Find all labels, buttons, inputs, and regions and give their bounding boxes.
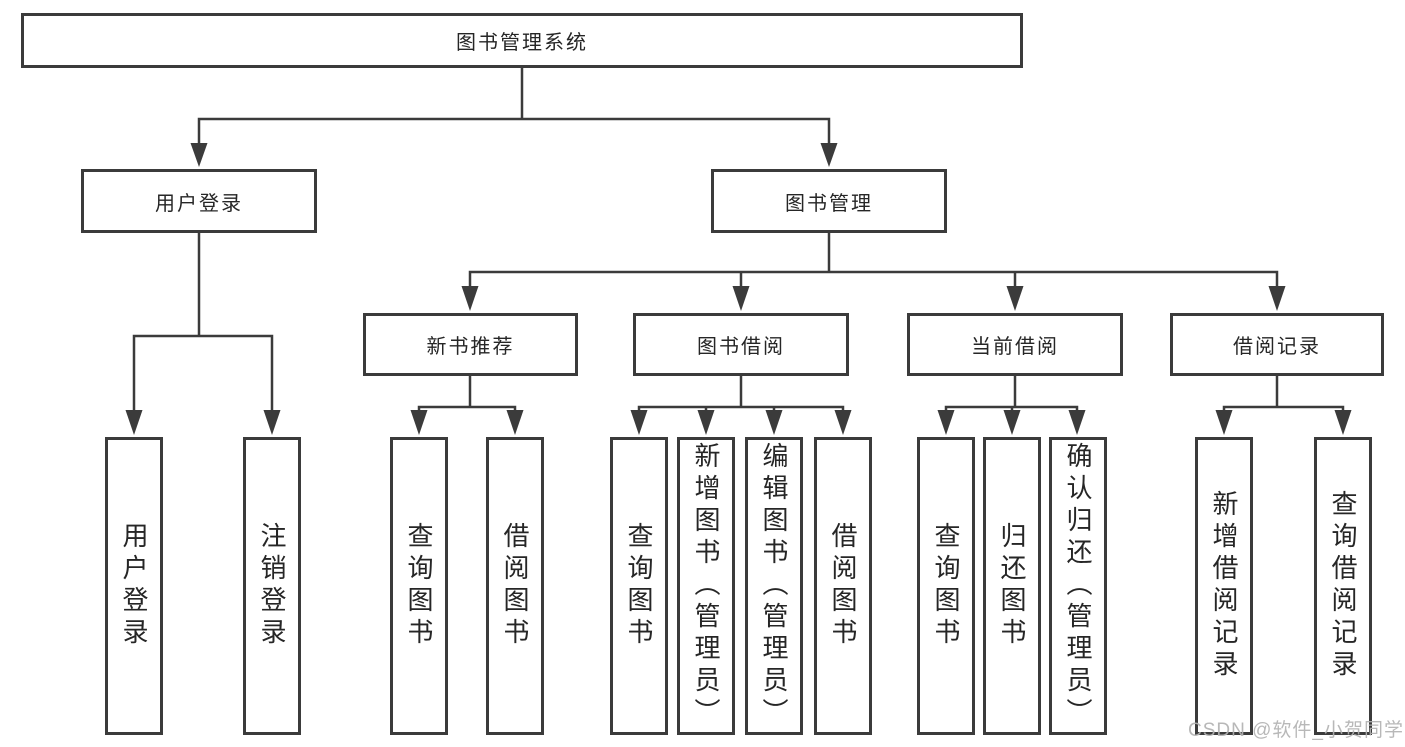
leaf-borrow-books-recommend: 借阅图书 xyxy=(486,437,544,735)
node-book-borrow-label: 图书借阅 xyxy=(697,336,785,358)
leaf-confirm-return-admin: 确认归还（管理员） xyxy=(1049,437,1107,735)
leaf-query-borrow-record-label: 查询借阅记录 xyxy=(1328,490,1358,682)
leaf-query-books-current: 查询图书 xyxy=(917,437,975,735)
leaf-confirm-return-admin-label: 确认归还（管理员） xyxy=(1063,442,1093,730)
node-user-login-label: 用户登录 xyxy=(155,192,243,215)
leaf-return-book: 归还图书 xyxy=(983,437,1041,735)
node-book-management: 图书管理 xyxy=(711,169,947,233)
leaf-query-borrow-record: 查询借阅记录 xyxy=(1314,437,1372,735)
leaf-edit-book-admin-label: 编辑图书（管理员） xyxy=(759,442,789,730)
node-borrow-records-label: 借阅记录 xyxy=(1233,336,1321,358)
leaf-add-book-admin-label: 新增图书（管理员） xyxy=(691,442,721,730)
leaf-borrow-books-label: 借阅图书 xyxy=(828,522,858,650)
node-book-management-label: 图书管理 xyxy=(785,192,873,215)
node-current-borrow: 当前借阅 xyxy=(907,313,1123,376)
leaf-return-book-label: 归还图书 xyxy=(997,522,1027,650)
leaf-query-books-current-label: 查询图书 xyxy=(931,522,961,650)
leaf-logout: 注销登录 xyxy=(243,437,301,735)
leaf-add-borrow-record: 新增借阅记录 xyxy=(1195,437,1253,735)
leaf-query-books-borrow: 查询图书 xyxy=(610,437,668,735)
node-book-borrow: 图书借阅 xyxy=(633,313,849,376)
arrowheads xyxy=(125,143,1352,435)
leaf-add-borrow-record-label: 新增借阅记录 xyxy=(1209,490,1239,682)
leaf-user-login-label: 用户登录 xyxy=(119,522,149,650)
node-new-book-recommend: 新书推荐 xyxy=(363,313,578,376)
node-new-book-recommend-label: 新书推荐 xyxy=(426,336,515,358)
node-borrow-records: 借阅记录 xyxy=(1170,313,1384,376)
leaf-query-books-recommend: 查询图书 xyxy=(390,437,448,735)
leaf-user-login: 用户登录 xyxy=(105,437,163,735)
watermark: CSDN @软件_小贺同学 xyxy=(1188,720,1404,741)
node-library-system: 图书管理系统 xyxy=(21,13,1023,68)
leaf-borrow-books: 借阅图书 xyxy=(814,437,872,735)
node-user-login: 用户登录 xyxy=(81,169,317,233)
leaf-borrow-books-recommend-label: 借阅图书 xyxy=(500,522,530,650)
node-current-borrow-label: 当前借阅 xyxy=(971,336,1059,358)
leaf-add-book-admin: 新增图书（管理员） xyxy=(677,437,735,735)
leaf-query-books-recommend-label: 查询图书 xyxy=(404,522,434,650)
leaf-edit-book-admin: 编辑图书（管理员） xyxy=(745,437,803,735)
node-library-system-label: 图书管理系统 xyxy=(456,32,588,54)
leaf-query-books-borrow-label: 查询图书 xyxy=(624,522,654,650)
leaf-logout-label: 注销登录 xyxy=(257,522,287,650)
